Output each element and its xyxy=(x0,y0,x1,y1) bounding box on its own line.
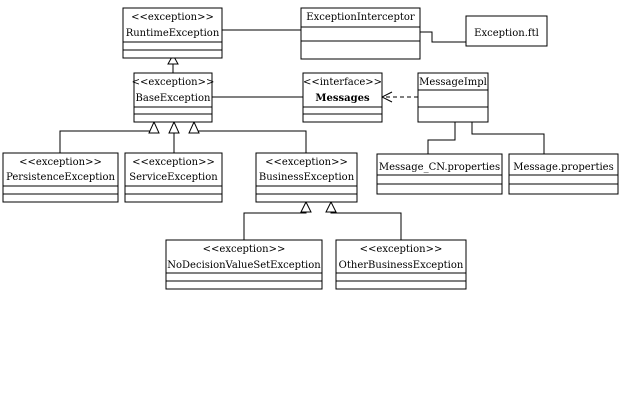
generalization-arrow xyxy=(148,120,160,134)
persistence-to-base-generalization xyxy=(59,130,155,153)
class-exception-ftl[interactable]: Exception.ftl xyxy=(465,15,548,47)
generalization-arrow xyxy=(188,120,200,134)
stereotype-label: <<exception>> xyxy=(132,157,215,168)
class-name-label: Exception.ftl xyxy=(474,28,539,39)
impl-properties-link xyxy=(471,122,545,154)
generalization-arrow xyxy=(168,120,180,134)
class-exception-interceptor[interactable]: ExceptionInterceptor xyxy=(300,7,421,60)
class-service-exception[interactable]: <<exception>> ServiceException xyxy=(124,152,223,203)
class-name-label: ExceptionInterceptor xyxy=(306,12,415,23)
impl-cn-properties-link xyxy=(427,122,456,154)
class-name-label: RuntimeException xyxy=(126,28,220,39)
connectors xyxy=(59,29,545,240)
class-name-label: MessageImpl xyxy=(419,77,487,88)
interceptor-ftl-association xyxy=(420,31,466,43)
generalization-arrow xyxy=(325,200,337,213)
otherbusiness-to-business-generalization xyxy=(330,212,402,240)
class-name-label: Messages xyxy=(315,93,370,104)
class-name-label: OtherBusinessException xyxy=(339,260,464,271)
class-name-label: NoDecisionValueSetException xyxy=(167,260,321,271)
class-message-properties[interactable]: Message.properties xyxy=(508,153,619,195)
class-runtime-exception[interactable]: <<exception>> RuntimeException xyxy=(122,7,223,59)
class-business-exception[interactable]: <<exception>> BusinessException xyxy=(255,152,358,203)
class-other-business-exception[interactable]: <<exception>> OtherBusinessException xyxy=(335,239,467,290)
nodecision-to-business-generalization xyxy=(243,212,307,240)
stereotype-label: <<interface>> xyxy=(303,77,382,88)
class-message-impl[interactable]: MessageImpl xyxy=(417,72,489,123)
stereotype-label: <<exception>> xyxy=(360,244,443,255)
class-base-exception[interactable]: <<exception>> BaseException xyxy=(132,72,215,123)
business-to-base-generalization xyxy=(193,130,307,153)
stereotype-label: <<exception>> xyxy=(265,157,348,168)
class-name-label: PersistenceException xyxy=(6,172,115,183)
stereotype-label: <<exception>> xyxy=(19,157,102,168)
generalization-arrow xyxy=(167,53,179,65)
class-name-label: BaseException xyxy=(136,93,211,104)
class-message-cn-properties[interactable]: Message_CN.properties xyxy=(376,153,503,195)
class-name-label: Message.properties xyxy=(513,162,613,173)
class-no-decision-value-set-exception[interactable]: <<exception>> NoDecisionValueSetExceptio… xyxy=(165,239,323,290)
generalization-arrow xyxy=(300,200,312,213)
interface-messages[interactable]: <<interface>> Messages xyxy=(302,72,383,123)
stereotype-label: <<exception>> xyxy=(203,244,286,255)
class-name-label: ServiceException xyxy=(129,172,218,183)
class-name-label: BusinessException xyxy=(259,172,355,183)
stereotype-label: <<exception>> xyxy=(132,77,215,88)
class-persistence-exception[interactable]: <<exception>> PersistenceException xyxy=(2,152,119,203)
stereotype-label: <<exception>> xyxy=(131,12,214,23)
class-name-label: Message_CN.properties xyxy=(379,162,500,173)
